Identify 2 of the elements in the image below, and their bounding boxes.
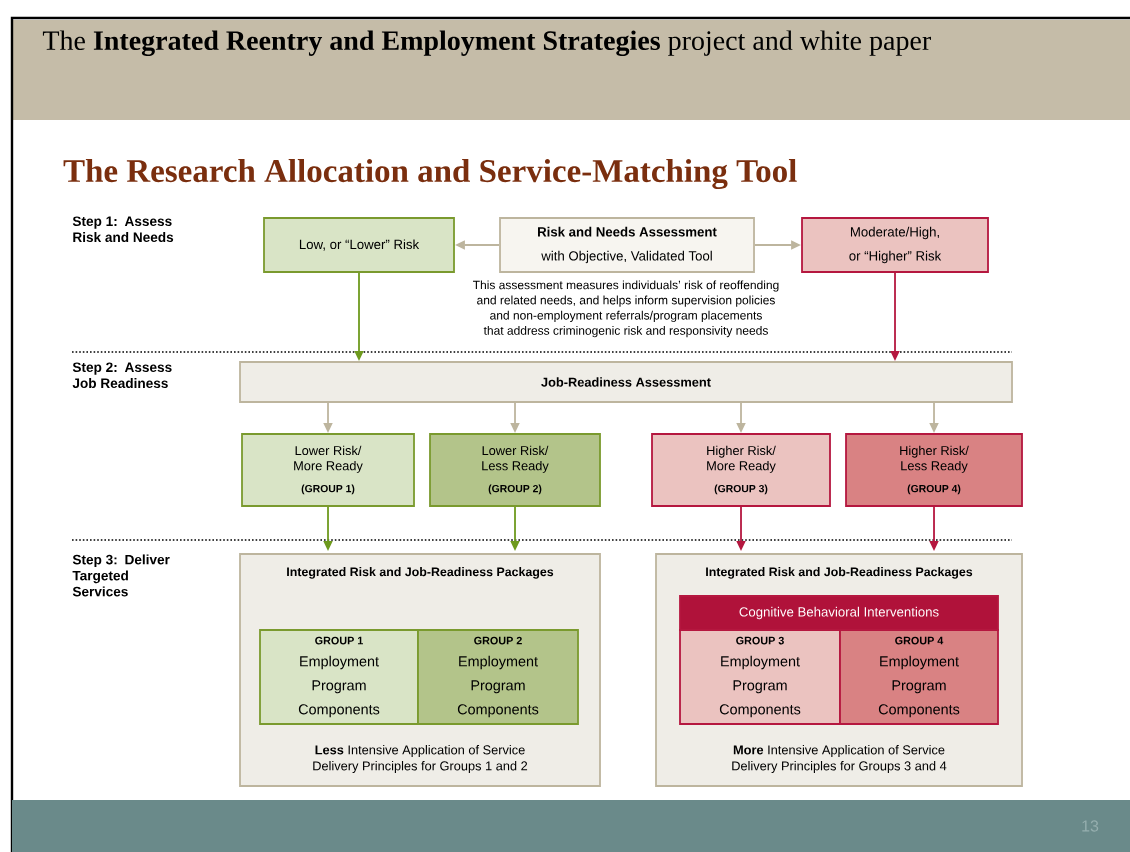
header-text: The Integrated Reentry and Employment Strategies project and white paper (42, 30, 931, 56)
slide-title: The Research Allocation and Service-Matching Tool (63, 158, 797, 190)
